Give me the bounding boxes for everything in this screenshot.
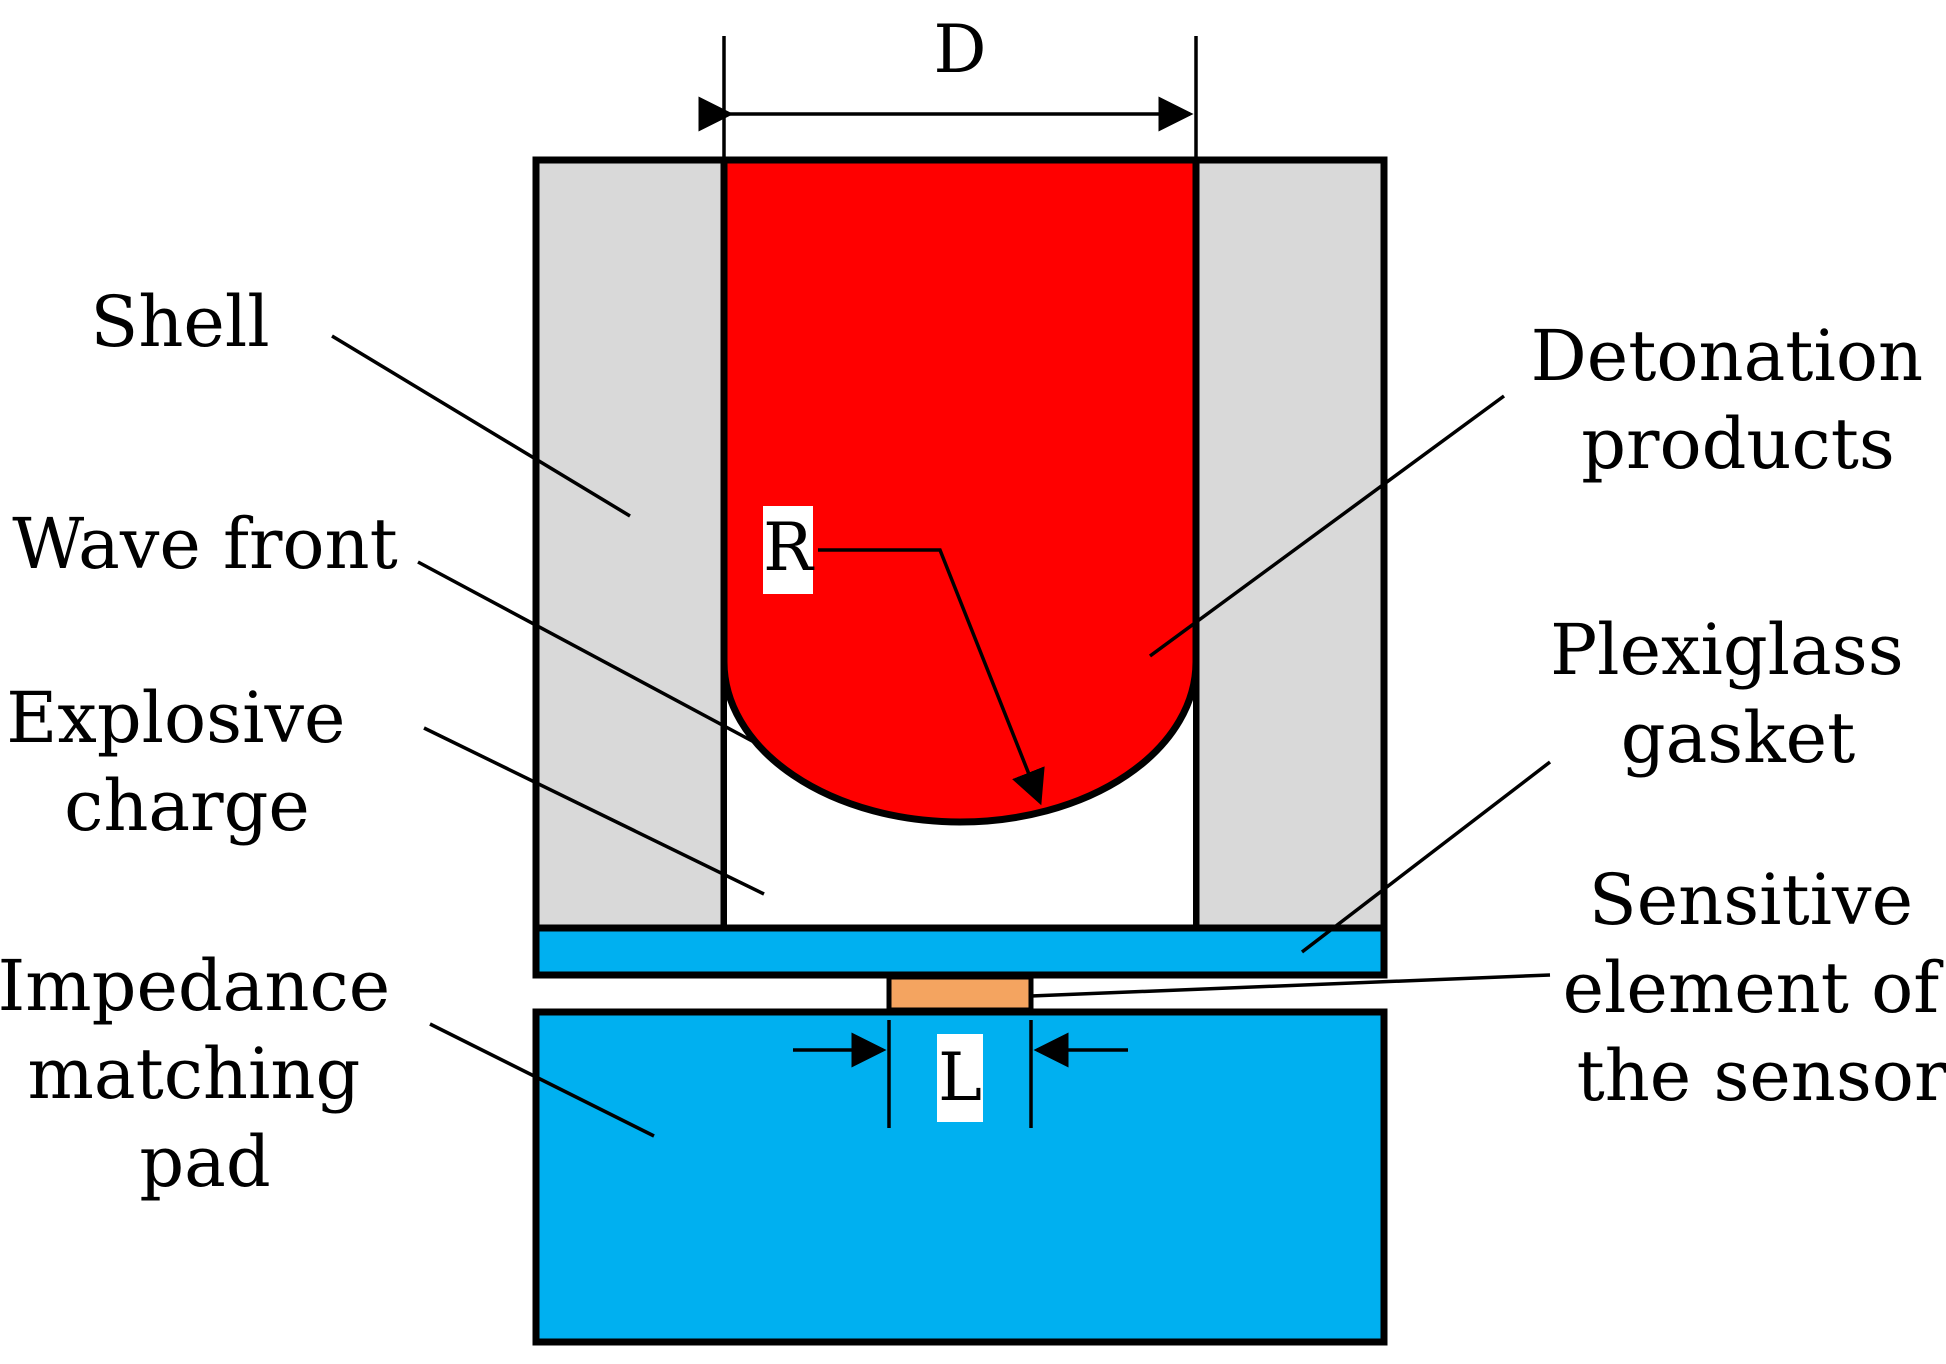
explosive-charge-leader-line [423, 726, 765, 896]
detonation-products-leader-line [1148, 394, 1506, 658]
shell-leader-line [331, 334, 631, 518]
sensor-element [886, 974, 1034, 1013]
plexiglass-gasket-label: Plexiglass gasket [1550, 609, 1926, 779]
wave-front-label: Wave front [12, 503, 398, 585]
plexiglass-gasket-leader-line [1300, 760, 1552, 954]
plexiglass-gasket [532, 924, 1388, 979]
shell-right-wall [1192, 156, 1388, 932]
radius-label: R [763, 509, 815, 586]
shell-left-wall [532, 156, 728, 932]
diameter-label: D [934, 11, 987, 88]
detonation-products-label: Detonation products [1531, 315, 1946, 485]
sensor-element-label: Sensitive element of the sensor [1563, 859, 1946, 1117]
impedance-pad-leader-line [429, 1022, 655, 1138]
radius-label-background [763, 506, 813, 594]
impedance-pad-label: Impedance matching pad [0, 945, 412, 1203]
shell-label: Shell [90, 281, 269, 363]
radius-leader-line [818, 548, 1045, 806]
sensor-length-label: L [938, 1039, 982, 1116]
wave-front-curve [722, 661, 1198, 824]
wave-front-leader-line [417, 560, 755, 744]
sensor-length-label-background [937, 1034, 983, 1122]
explosive-charge-label: Explosive charge [6, 677, 367, 847]
sensor-element-leader-line [1030, 973, 1551, 998]
detonation-products-region [720, 156, 1200, 826]
